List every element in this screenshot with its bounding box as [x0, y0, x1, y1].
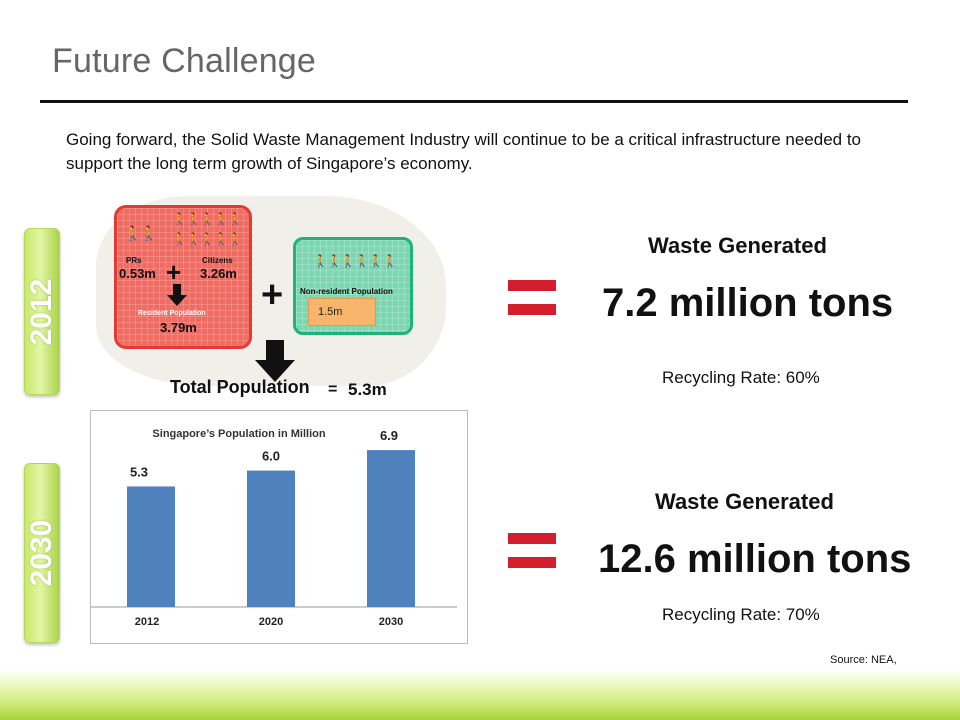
total-population-equals: =: [328, 381, 338, 398]
resident-population-box: [114, 205, 252, 349]
chart-data-label-2030: 6.9: [380, 428, 398, 443]
nonresident-value-box: 1.5m: [308, 298, 376, 326]
citizens-value: 3.26m: [200, 266, 237, 281]
title-divider: [40, 100, 908, 103]
population-chart-frame: Singapore’s Population in Million 5.3 2012…: [90, 410, 468, 644]
citizens-people-icon: 🚶🚶🚶🚶🚶: [172, 212, 243, 226]
prs-label: PRs: [126, 256, 142, 265]
population-bar-chart: Singapore’s Population in Million 5.3 2012…: [91, 428, 457, 628]
chart-bar-2020: [247, 470, 295, 607]
citizens-label: Citizens: [202, 256, 233, 265]
slide-title: Future Challenge: [52, 42, 317, 80]
citizens-people-icon-row2: 🚶🚶🚶🚶🚶: [172, 232, 243, 246]
plus-icon-large: +: [261, 274, 284, 316]
year-tab-2012: 2012: [24, 228, 60, 395]
year-tab-2030-label: 2030: [25, 519, 58, 587]
equals-icon-2030: [508, 533, 556, 569]
waste-generated-2030-value: 12.6 million tons: [598, 537, 912, 581]
prs-people-icon: 🚶🚶: [124, 225, 158, 241]
down-arrow-icon-small: [167, 284, 187, 306]
chart-title: Singapore’s Population in Million: [152, 428, 325, 440]
recycling-rate-2012: Recycling Rate: 60%: [662, 368, 820, 387]
chart-tick-label-2012: 2012: [135, 616, 159, 628]
waste-generated-2012-label: Waste Generated: [648, 233, 827, 258]
chart-data-label-2020: 6.0: [262, 449, 280, 464]
total-population-value: 5.3m: [348, 380, 387, 399]
recycling-rate-2030: Recycling Rate: 70%: [662, 605, 820, 624]
chart-data-label-2012: 5.3: [130, 464, 148, 479]
plus-icon-small: +: [166, 257, 182, 287]
equals-icon-2012: [508, 280, 556, 316]
chart-tick-label-2020: 2020: [259, 616, 283, 628]
total-population-label: Total Population: [170, 377, 310, 397]
waste-generated-2012-value: 7.2 million tons: [602, 281, 894, 325]
waste-generated-2030-label: Waste Generated: [655, 489, 834, 514]
chart-bar-2012: [127, 486, 175, 607]
source-note: Source: NEA,: [830, 654, 897, 666]
chart-bar-2030: [367, 450, 415, 607]
prs-value: 0.53m: [119, 266, 156, 281]
resident-population-label: Resident Population: [138, 310, 206, 317]
nonresident-population-value: 1.5m: [318, 306, 343, 318]
footer-gradient-band: [0, 670, 960, 720]
year-tab-2030: 2030: [24, 463, 60, 643]
intro-text: Going forward, the Solid Waste Managemen…: [66, 130, 861, 173]
year-tab-2012-label: 2012: [25, 278, 58, 345]
chart-tick-label-2030: 2030: [379, 616, 403, 628]
nonresident-population-label: Non-resident Population: [300, 287, 393, 296]
nonresident-people-icon: 🚶🚶🚶🚶🚶🚶: [313, 254, 398, 268]
resident-population-value: 3.79m: [160, 320, 197, 335]
down-arrow-icon-large: [255, 340, 295, 382]
